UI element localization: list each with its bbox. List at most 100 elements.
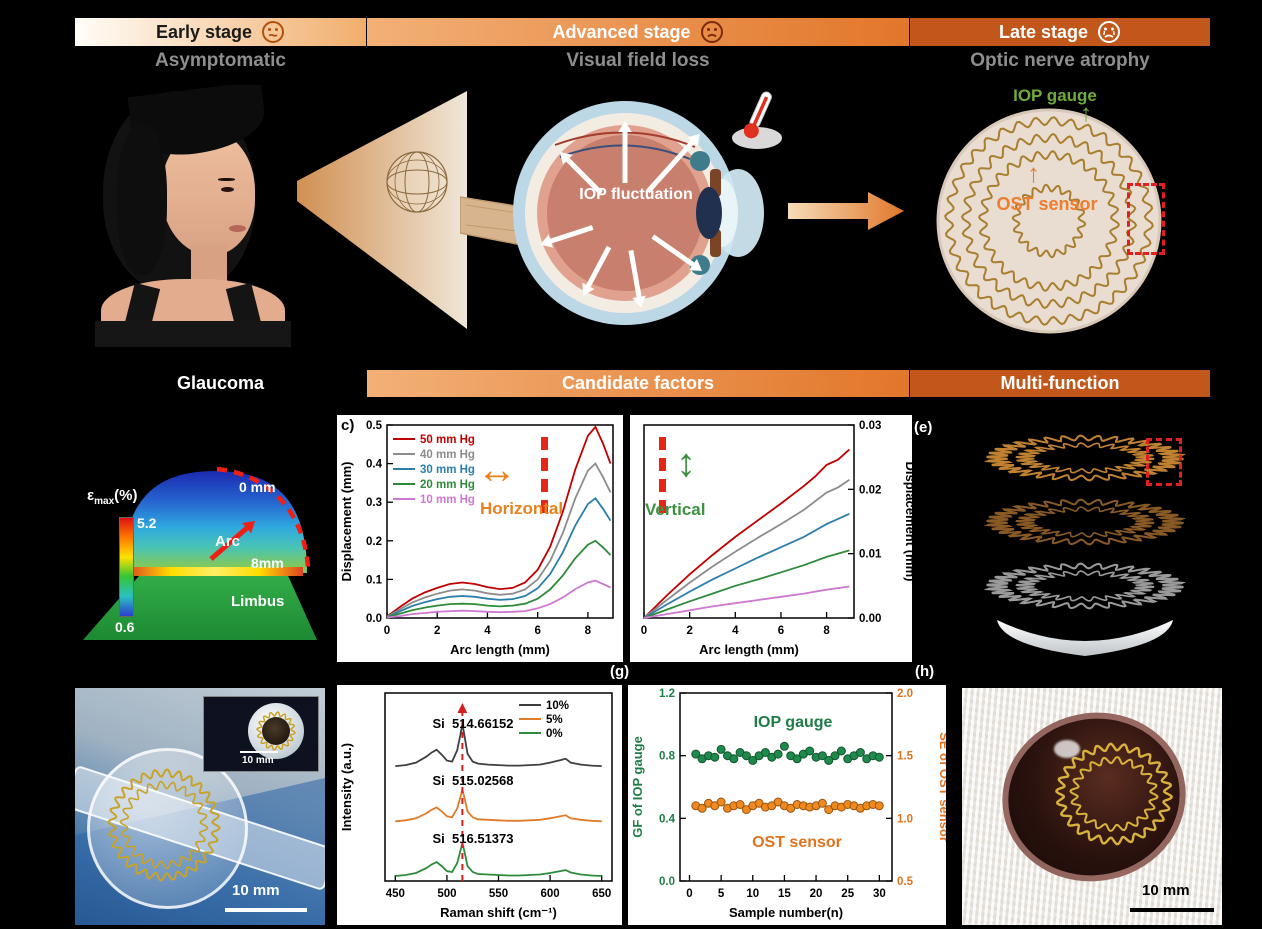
section-bar-candidate-factors: Candidate factors [367, 370, 909, 397]
iop-gauge-label: IOP gauge [1013, 86, 1097, 105]
panel-letter-e: (e) [914, 419, 933, 436]
limbus-label: Limbus [231, 593, 285, 610]
svg-text:2.0: 2.0 [897, 688, 913, 700]
svg-text:0.4: 0.4 [659, 813, 676, 825]
svg-text:SE of OST sensor: SE of OST sensor [937, 732, 946, 842]
cornea-dome [123, 471, 307, 573]
svg-text:10%: 10% [546, 700, 569, 712]
svg-text:0: 0 [384, 625, 390, 637]
svg-text:Arc length (mm): Arc length (mm) [699, 642, 799, 657]
svg-text:8: 8 [585, 625, 592, 637]
eight-mm-label: 8mm [251, 555, 284, 571]
lens [696, 187, 722, 239]
crying-face-icon [1098, 21, 1121, 43]
svg-text:0.00: 0.00 [859, 613, 881, 625]
svg-text:6: 6 [534, 625, 540, 637]
colorbar [119, 517, 134, 617]
vertical-label: Vertical [645, 500, 706, 519]
limbus-base [83, 569, 317, 640]
lens-syringe-photo: 10 mm 10 mm [75, 688, 325, 925]
eye-highlight [1054, 740, 1080, 758]
svg-text:0: 0 [686, 888, 692, 900]
sad-face-icon [700, 21, 723, 43]
lens-sensor-highlight-rect [1127, 183, 1165, 255]
zero-mm-label: 0 mm [239, 479, 276, 495]
section-bar-multi-function: Multi-function [910, 370, 1210, 397]
horizontal-label: Horizontal [480, 499, 564, 518]
colorbar-max-value: 5.2 [137, 515, 157, 531]
subtitle-late: Optic nerve atrophy [970, 50, 1150, 71]
woman-hair-side [117, 125, 167, 275]
svg-text:0.2: 0.2 [366, 536, 382, 548]
svg-text:30: 30 [873, 888, 886, 900]
eye-anatomy-diagram [460, 101, 764, 325]
arc-label: Arc [215, 533, 241, 550]
explode-highlight-rect [1146, 438, 1182, 486]
svg-text:600: 600 [540, 888, 559, 900]
ost-sensor-label: OST sensor [996, 194, 1098, 214]
stage-early-label: Early stage [155, 21, 253, 42]
h-scale-bar [1130, 908, 1214, 912]
svg-text:450: 450 [386, 888, 405, 900]
horizontal-arrow-icon: ↔ [477, 448, 517, 492]
stage-bar-late: Late stage [910, 18, 1210, 46]
woman-lips [229, 225, 246, 232]
raman-peak-label-1: Si 514.66152 [432, 716, 514, 731]
ost-sensor-series-label: OST sensor [752, 834, 842, 851]
svg-text:650: 650 [592, 888, 611, 900]
svg-text:5%: 5% [546, 714, 563, 726]
svg-text:Raman shift (cm⁻¹): Raman shift (cm⁻¹) [440, 905, 557, 920]
svg-text:Arc length (mm): Arc length (mm) [450, 642, 550, 657]
woman-eye [221, 187, 234, 192]
epsilon-max-label: εmax(%) [87, 487, 138, 507]
strain-band [127, 567, 303, 576]
vertical-arrow-icon: ↕ [676, 441, 696, 485]
vertical-reference-dash [659, 437, 666, 521]
thermometer-icon [732, 91, 782, 149]
glass-lens [87, 748, 248, 909]
svg-text:4: 4 [484, 625, 491, 637]
svg-text:20: 20 [810, 888, 823, 900]
inset-eye-model-photo: 10 mm [203, 696, 319, 772]
section-bar-glaucoma: Glaucoma [75, 370, 366, 397]
svg-text:1.5: 1.5 [897, 751, 914, 763]
lens-exploded-view [983, 434, 1187, 656]
eye-model-lens-ring [256, 711, 296, 751]
contact-lens-photo [936, 108, 1162, 334]
woman-top [95, 321, 291, 347]
stage-bar-early: Early stage [75, 18, 366, 46]
svg-text:30 mm Hg: 30 mm Hg [420, 464, 475, 476]
subtitle-early: Asymptomatic [155, 50, 286, 71]
optic-nerve [460, 196, 523, 246]
svg-text:Intensity (a.u.): Intensity (a.u.) [339, 743, 354, 831]
raman-peak-label-3: Si 516.51373 [432, 831, 514, 846]
svg-text:20 mm Hg: 20 mm Hg [420, 479, 475, 491]
lens-gold-ring [107, 768, 221, 882]
svg-text:2: 2 [686, 625, 692, 637]
svg-text:0.4: 0.4 [366, 459, 383, 471]
iop-gauge-series-label: IOP gauge [753, 714, 833, 731]
svg-text:50 mm Hg: 50 mm Hg [420, 434, 475, 446]
f-scale-text: 10 mm [232, 882, 280, 899]
svg-text:6: 6 [778, 625, 784, 637]
svg-text:500: 500 [437, 888, 456, 900]
stage-advanced-label: Advanced stage [552, 21, 691, 42]
svg-text:0.5: 0.5 [897, 876, 914, 888]
section-multi-function-label: Multi-function [1000, 373, 1120, 393]
svg-text:25: 25 [841, 888, 854, 900]
svg-text:0.0: 0.0 [659, 876, 675, 888]
woman-photo [75, 85, 303, 347]
svg-text:0.0: 0.0 [366, 613, 382, 625]
svg-text:2: 2 [434, 625, 440, 637]
woman-brow [218, 178, 235, 181]
rabbit-lens-rings [1055, 742, 1173, 846]
neutral-face-icon [262, 21, 285, 43]
svg-text:1.0: 1.0 [897, 813, 913, 825]
panel-letter-h: (h) [915, 663, 935, 680]
stage-late-label: Late stage [998, 21, 1089, 42]
svg-text:0: 0 [641, 625, 647, 637]
